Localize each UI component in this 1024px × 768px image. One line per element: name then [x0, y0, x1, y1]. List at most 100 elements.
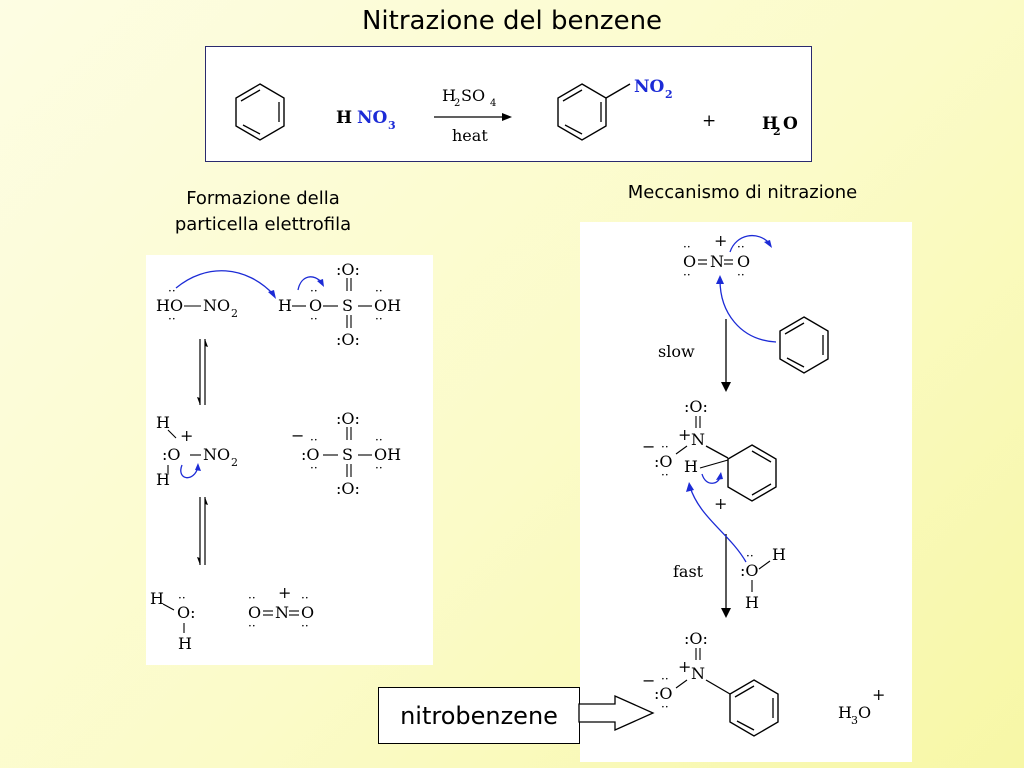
svg-text:··: ·· [178, 591, 186, 605]
nitrobenzene-label: nitrobenzene [378, 687, 580, 744]
svg-text:−: − [291, 426, 304, 445]
hno3-h: H [336, 108, 352, 128]
nitrobenzene-ring [557, 83, 631, 141]
h2so4-sub4: 4 [490, 98, 496, 109]
svg-text:+: + [714, 231, 727, 250]
svg-text:S: S [342, 296, 353, 315]
electrophile-formation-panel: HO ·· ·· NO 2 H O ·· ·· S :O: :O: OH · [146, 255, 433, 665]
svg-text:··: ·· [661, 672, 669, 686]
svg-text:H: H [156, 470, 170, 489]
svg-text:··: ·· [310, 284, 318, 298]
svg-text:N: N [691, 664, 705, 683]
svg-text::O:: :O: [684, 397, 708, 416]
water-sub2: 2 [773, 125, 781, 138]
svg-text::O: :O [740, 561, 759, 580]
svg-text:H: H [684, 457, 698, 476]
svg-text:H: H [745, 593, 759, 612]
svg-text:··: ·· [661, 468, 669, 482]
svg-text:··: ·· [375, 433, 383, 447]
svg-text:−: − [642, 671, 655, 690]
hno3-no: NO [357, 108, 388, 128]
svg-text:··: ·· [301, 619, 309, 633]
svg-text:··: ·· [248, 591, 256, 605]
svg-text::O:: :O: [336, 479, 360, 498]
svg-text::O: :O [301, 445, 320, 464]
caption-electrophile-line1: Formazione della [186, 188, 340, 209]
svg-text:··: ·· [310, 433, 318, 447]
svg-text:N: N [275, 603, 289, 622]
svg-text:H: H [150, 589, 164, 608]
page-title: Nitrazione del benzene [361, 6, 663, 36]
hno3-subscript: 3 [388, 119, 396, 132]
svg-text:H: H [772, 545, 786, 564]
fast-label: fast [673, 562, 704, 581]
svg-text:··: ·· [737, 268, 745, 282]
svg-text::O:: :O: [336, 260, 360, 279]
svg-text:3: 3 [851, 714, 858, 727]
svg-text:··: ·· [301, 591, 309, 605]
svg-text:··: ·· [375, 461, 383, 475]
svg-text:O: O [737, 252, 750, 271]
svg-text:+: + [678, 657, 691, 676]
svg-text:··: ·· [683, 268, 691, 282]
svg-text:O: O [683, 252, 696, 271]
h2so4-sub2: 2 [454, 98, 460, 109]
svg-text:+: + [872, 685, 885, 704]
caption-mechanism: Meccanismo di nitrazione [627, 182, 858, 203]
reaction-equation-box: H NO 3 H 2 SO 4 heat NO 2 + H 2 O [205, 46, 812, 162]
svg-text:N: N [691, 430, 705, 449]
nitro-group-sub2: 2 [665, 88, 673, 101]
h2so4-so: SO [461, 86, 485, 105]
svg-text::O: :O [654, 452, 673, 471]
svg-text:NO: NO [203, 296, 230, 315]
svg-text:O:: O: [177, 603, 196, 622]
svg-text:−: − [642, 437, 655, 456]
svg-text::O:: :O: [336, 409, 360, 428]
benzene-ring [235, 83, 285, 141]
svg-text:··: ·· [661, 440, 669, 454]
svg-text:··: ·· [310, 461, 318, 475]
nitro-group-no: NO [634, 77, 665, 97]
svg-text:··: ·· [375, 312, 383, 326]
svg-text:NO: NO [203, 445, 230, 464]
svg-text:+: + [678, 425, 691, 444]
water-h: H [762, 114, 778, 134]
svg-text:2: 2 [231, 456, 238, 469]
svg-text:N: N [710, 252, 724, 271]
svg-text:··: ·· [375, 284, 383, 298]
h2so4-h: H [442, 86, 456, 105]
svg-text:+: + [278, 583, 291, 602]
caption-electrophile-line2: particella elettrofila [174, 214, 352, 235]
heat-label: heat [452, 126, 488, 145]
svg-text:··: ·· [248, 619, 256, 633]
svg-text::O:: :O: [684, 629, 708, 648]
svg-text::O:: :O: [336, 330, 360, 349]
mechanism-panel: O ·· ·· N + O ·· ·· slow : [580, 222, 912, 762]
svg-text:+: + [714, 494, 727, 513]
svg-text:··: ·· [168, 312, 176, 326]
svg-text:··: ·· [168, 284, 176, 298]
svg-text:O: O [309, 296, 322, 315]
caption-electrophile: Formazione della particella elettrofila [140, 186, 386, 238]
svg-text:2: 2 [231, 307, 238, 320]
electrophile-formation-scheme: HO ·· ·· NO 2 H O ·· ·· S :O: :O: OH · [150, 260, 401, 653]
svg-text:HO: HO [156, 296, 183, 315]
svg-text:O: O [248, 603, 261, 622]
svg-text:··: ·· [661, 700, 669, 714]
water-o: O [783, 114, 798, 134]
svg-text:S: S [342, 445, 353, 464]
svg-text:··: ·· [683, 240, 691, 254]
svg-text::O: :O [654, 684, 673, 703]
svg-text:+: + [180, 426, 193, 445]
svg-text:··: ·· [737, 240, 745, 254]
svg-text:O: O [301, 603, 314, 622]
svg-text:O: O [858, 703, 871, 722]
svg-text:··: ·· [310, 312, 318, 326]
plus-sign: + [702, 111, 716, 131]
svg-text::O: :O [162, 445, 181, 464]
svg-text:OH: OH [374, 445, 401, 464]
svg-text:H: H [178, 634, 192, 653]
svg-text:··: ·· [746, 549, 754, 563]
svg-text:H: H [156, 413, 170, 432]
svg-text:H: H [278, 296, 292, 315]
